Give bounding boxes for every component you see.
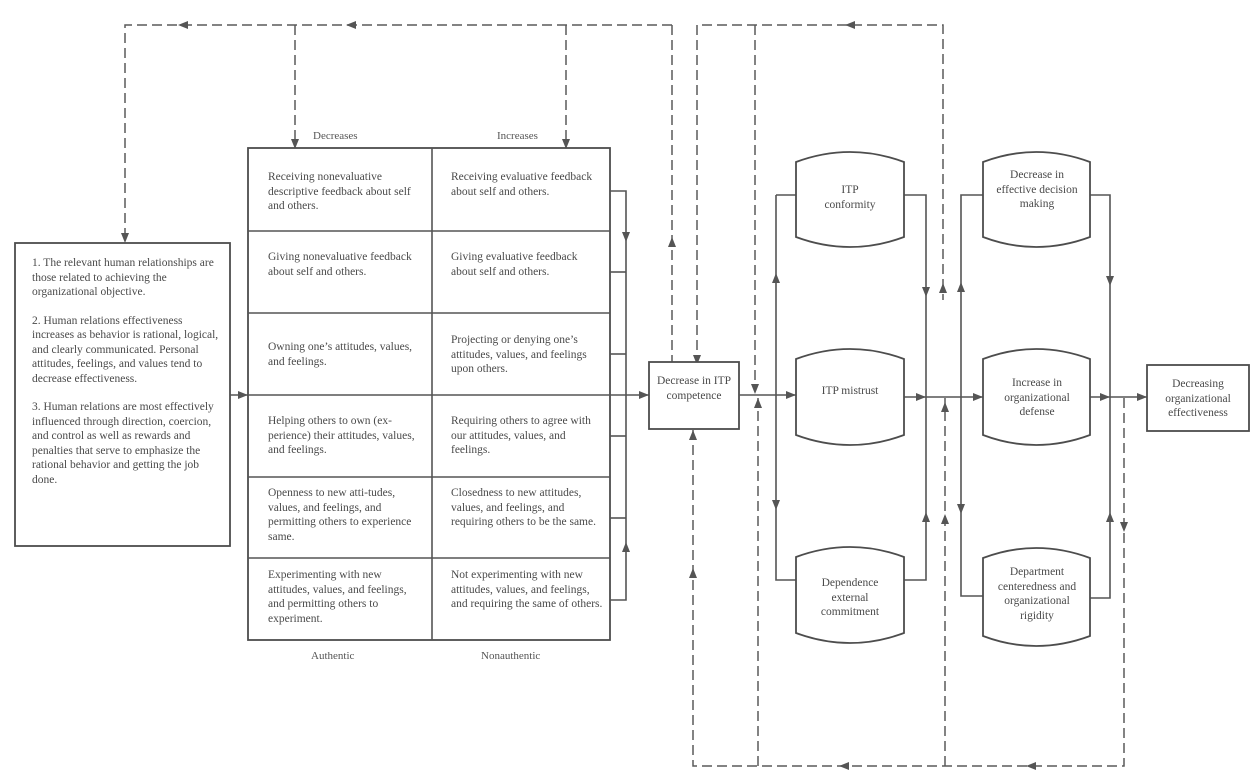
nonauthentic-cell: Receiving evaluative feedback about self… (451, 171, 593, 198)
authentic-cell: Experimenting with new attitudes, values… (268, 569, 407, 625)
arrow-right-icon (639, 391, 649, 399)
increases-label: Increases (497, 130, 538, 142)
itp-conformity-label: ITP conformity (824, 184, 876, 211)
arrow-down-icon (121, 233, 129, 243)
nonauthentic-cell: Giving evaluative feedback about self an… (451, 251, 578, 278)
arrow-left-icon (839, 762, 849, 770)
arrow-up-icon (939, 283, 947, 293)
itp-conformity-shape (795, 151, 905, 248)
dept-centeredness-label: Department centeredness and organization… (997, 566, 1077, 622)
decision-making-label: Decrease in effective decision making (996, 169, 1078, 210)
arrow-down-icon (922, 287, 930, 297)
authentic-cell: Openness to new atti-tudes, values, and … (268, 487, 412, 543)
nonauthentic-cell: Requiring others to agree with our attit… (451, 415, 591, 456)
arrow-right-icon (1137, 393, 1147, 401)
arrow-down-icon (957, 504, 965, 514)
org-effectiveness-label: Decreasing organizational effectiveness (1165, 378, 1231, 419)
arrow-down-icon (1120, 522, 1128, 532)
itp-mistrust-label: ITP mistrust (821, 385, 879, 397)
bottom-feedback-loop (689, 398, 1128, 770)
arrow-up-icon (668, 237, 676, 247)
arrow-up-icon (922, 512, 930, 522)
nonauthentic-cell: Projecting or denying one’s attitudes, v… (451, 334, 587, 375)
decreases-label: Decreases (313, 130, 358, 142)
middle-flow (739, 194, 983, 581)
arrow-left-icon (178, 21, 188, 29)
top-left-feedback-loop (121, 21, 676, 365)
nonauthentic-cell: Closedness to new attitudes, values, and… (451, 487, 596, 528)
right-flow (957, 194, 1147, 599)
arrow-up-icon (622, 542, 630, 552)
dependence-shape (795, 546, 905, 644)
nonauthentic-cell: Not experimenting with new attitudes, va… (451, 569, 603, 610)
authentic-cell: Owning one’s attitudes, values, and feel… (268, 341, 413, 368)
arrow-down-icon (772, 500, 780, 510)
arrow-up-icon (941, 402, 949, 412)
arrow-up-icon (754, 398, 762, 408)
premises-box (14, 242, 231, 547)
premises-text: 1. The relevant human relationships are … (32, 256, 222, 487)
arrow-up-icon (772, 273, 780, 283)
authentic-label: Authentic (311, 650, 355, 662)
org-effectiveness-box (1146, 364, 1250, 432)
arrow-up-icon (957, 282, 965, 292)
org-defense-label: Increase in organizational defense (1004, 377, 1070, 418)
decision-making-shape (982, 151, 1091, 248)
itp-competence-label: Decrease in ITP competence (656, 375, 732, 402)
arrow-down-icon (291, 139, 299, 149)
arrow-right-icon (916, 393, 926, 401)
arrow-down-icon (751, 384, 759, 394)
table-output-bracket (610, 190, 649, 601)
org-defense-shape (982, 348, 1091, 446)
arrow-left-icon (346, 21, 356, 29)
dependence-label: Dependence external commitment (820, 577, 880, 618)
arrow-right-icon (238, 391, 248, 399)
itp-mistrust-shape (795, 348, 905, 446)
arrow-up-icon (941, 514, 949, 524)
arrow-left-icon (1026, 762, 1036, 770)
top-right-feedback-loop (693, 21, 947, 394)
authentic-cell: Receiving nonevaluative descriptive feed… (268, 171, 411, 212)
arrow-right-icon (973, 393, 983, 401)
premise-item: 2. Human relations effectiveness increas… (32, 314, 219, 385)
behavior-table-grid (247, 147, 611, 641)
arrow-down-icon (693, 355, 701, 365)
premise-item: 1. The relevant human relationships are … (32, 257, 214, 298)
arrow-down-icon (1106, 276, 1114, 286)
itp-competence-box (648, 361, 740, 430)
arrow-left-icon (845, 21, 855, 29)
arrow-down-icon (562, 139, 570, 149)
arrow-up-icon (689, 568, 697, 578)
authentic-cell: Giving nonevaluative feedback about self… (268, 251, 412, 278)
arrow-right-icon (786, 391, 796, 399)
arrow-up-icon (689, 430, 697, 440)
premise-item: 3. Human relations are most effectively … (32, 401, 214, 486)
arrow-right-icon (1100, 393, 1110, 401)
authentic-cell: Helping others to own (ex-perience) thei… (268, 415, 415, 456)
arrow-down-icon (622, 232, 630, 242)
dept-centeredness-shape (982, 547, 1091, 647)
arrow-up-icon (1106, 512, 1114, 522)
nonauthentic-label: Nonauthentic (481, 650, 541, 662)
